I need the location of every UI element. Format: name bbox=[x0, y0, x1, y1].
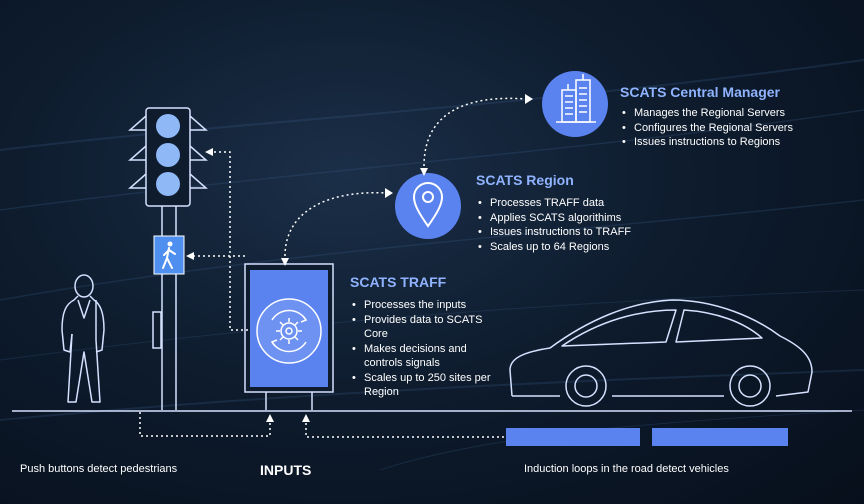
connector-region-central-manager bbox=[423, 97, 527, 167]
connectors bbox=[139, 97, 527, 438]
central-manager-node bbox=[542, 71, 608, 137]
traff-bullets: Processes the inputs Provides data to SC… bbox=[351, 298, 506, 400]
traff-bullet: Provides data to SCATS Core bbox=[351, 313, 506, 342]
region-bullet: Scales up to 64 Regions bbox=[477, 240, 631, 255]
induction-loop-2 bbox=[652, 428, 788, 446]
central-manager-bullet: Issues instructions to Regions bbox=[621, 135, 793, 150]
pedestrians-caption: Push buttons detect pedestrians bbox=[20, 463, 178, 475]
arrowheads bbox=[186, 94, 533, 422]
connector-traff-region bbox=[284, 191, 387, 257]
region-bullet: Processes TRAFF data bbox=[477, 196, 631, 211]
traffic-light-icon bbox=[128, 107, 208, 410]
connector-loops-input bbox=[305, 420, 504, 438]
building-icon bbox=[556, 74, 596, 123]
car-icon bbox=[509, 299, 813, 407]
traff-bullet: Scales up to 250 sites per Region bbox=[351, 371, 494, 400]
inputs-label: INPUTS bbox=[260, 462, 312, 478]
gear-icon bbox=[270, 309, 308, 353]
induction-loop-1 bbox=[506, 428, 640, 446]
central-manager-bullets: Manages the Regional Servers Configures … bbox=[621, 106, 793, 150]
traff-bullet: Processes the inputs bbox=[351, 298, 506, 313]
pedestrian-sign-icon bbox=[153, 235, 185, 275]
central-manager-title: SCATS Central Manager bbox=[620, 84, 780, 100]
pedestrian-icon bbox=[61, 274, 105, 403]
region-bullet: Applies SCATS algorithims bbox=[477, 211, 631, 226]
region-title: SCATS Region bbox=[476, 172, 574, 188]
region-node bbox=[395, 173, 461, 239]
central-manager-bullet: Configures the Regional Servers bbox=[621, 121, 793, 136]
region-bullets: Processes TRAFF data Applies SCATS algor… bbox=[477, 196, 631, 254]
traff-bullet: Makes decisions and controls signals bbox=[351, 342, 489, 371]
traff-cabinet-icon bbox=[244, 263, 334, 410]
region-bullet: Issues instructions to TRAFF bbox=[477, 225, 631, 240]
central-manager-bullet: Manages the Regional Servers bbox=[621, 106, 793, 121]
vehicles-caption: Induction loops in the road detect vehic… bbox=[524, 463, 729, 475]
location-pin-icon bbox=[412, 182, 444, 228]
connector-pedestrian-input bbox=[139, 412, 271, 437]
connector-traff-traffic-light bbox=[212, 151, 248, 331]
traff-title: SCATS TRAFF bbox=[350, 274, 447, 290]
